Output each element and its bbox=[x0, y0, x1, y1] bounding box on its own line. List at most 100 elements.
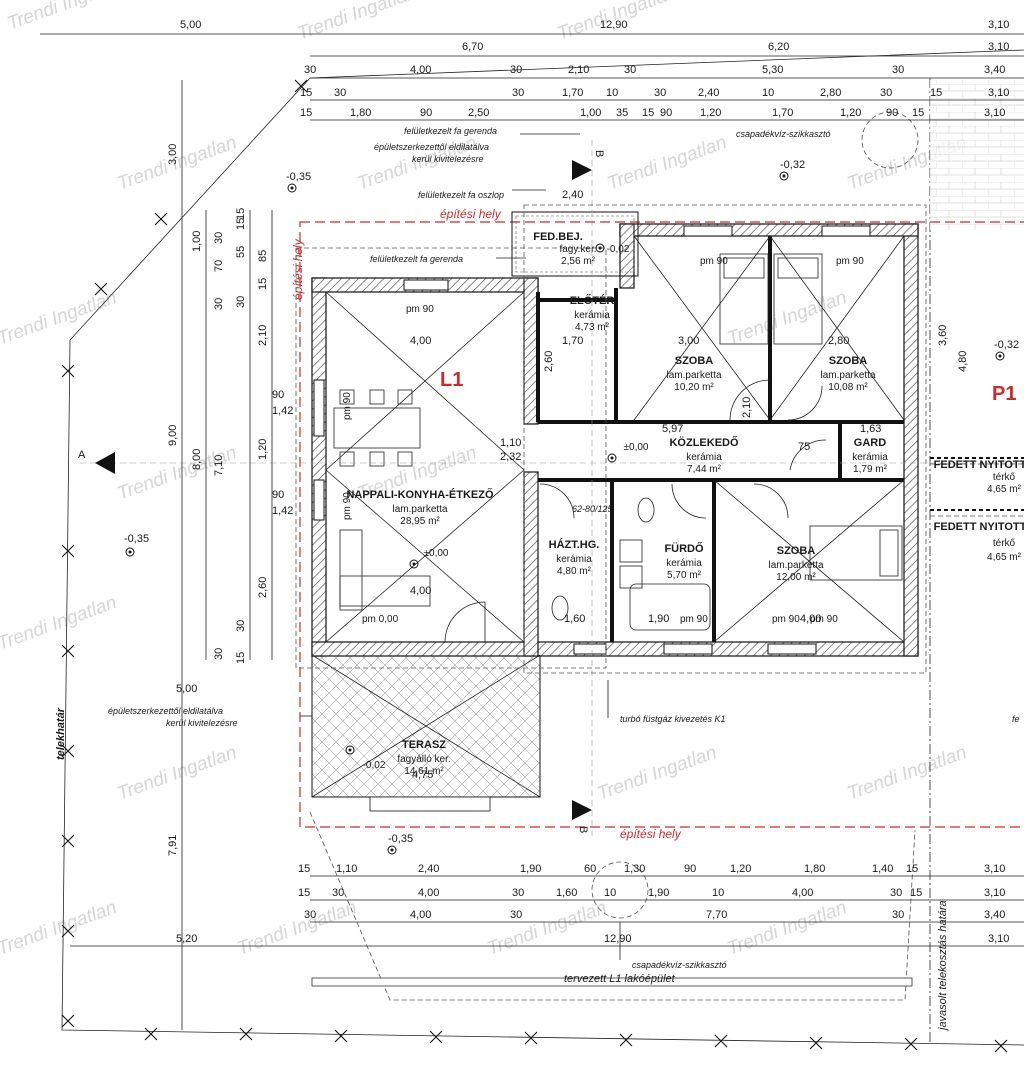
watermark: Trendi Ingatlan bbox=[0, 592, 119, 655]
dimension-value: 3,10 bbox=[984, 863, 1005, 875]
dimension-value: 1,42 bbox=[272, 505, 293, 517]
level-value: -0,32 bbox=[994, 339, 1019, 351]
section-marker-b-top bbox=[572, 160, 592, 180]
dimension-value: 6,20 bbox=[768, 41, 789, 53]
zone-label-top: építési hely bbox=[440, 207, 502, 221]
dimension-value: 30 bbox=[332, 887, 344, 899]
room-area: 7,44 m² bbox=[687, 464, 722, 475]
dimension-value: 10 bbox=[712, 887, 724, 899]
room-floor: lam.parketta bbox=[820, 370, 875, 381]
note-text: felületkezelt fa gerenda bbox=[404, 126, 497, 136]
room-gard: GARD kerámia 1,79 m² bbox=[852, 437, 888, 475]
dimension-value: 3,10 bbox=[988, 87, 1009, 99]
room-name: FEDETT NYITOTT bbox=[934, 521, 1024, 533]
room-area: 10,08 m² bbox=[828, 382, 868, 393]
note-text: felületkezelt fa gerenda bbox=[370, 254, 463, 264]
room-area: 14,61 m² bbox=[404, 766, 444, 777]
room-szoba3: SZOBA lam.parketta 12,00 m² bbox=[768, 545, 823, 583]
dimension-value: 10 bbox=[606, 87, 618, 99]
dimension-value: 1,00 bbox=[580, 107, 601, 119]
unit-label-l1: L1 bbox=[440, 369, 463, 391]
dimension-value: 3,00 bbox=[678, 335, 699, 347]
room-floor: kerámia bbox=[852, 452, 888, 463]
dimension-value: 4,00 bbox=[410, 335, 431, 347]
room-eloter: ELŐTÉR kerámia 4,73 m² bbox=[570, 294, 615, 333]
dimension-value: 30 bbox=[235, 296, 247, 308]
dimension-value: 5,20 bbox=[176, 933, 197, 945]
dimension-value: 1,60 bbox=[556, 887, 577, 899]
room-level: ±0,00 bbox=[424, 548, 449, 559]
window-label: pm 90 bbox=[680, 614, 708, 625]
dimension-value: 5,97 bbox=[662, 423, 683, 435]
dimension-text-top: 5,00 12,90 3,10 6,70 6,20 3,10 30 4,00 3… bbox=[180, 19, 1009, 119]
dimension-value: 2,32 bbox=[500, 451, 521, 463]
dimension-value: 30 bbox=[510, 909, 522, 921]
dimension-value: 90 bbox=[272, 389, 284, 401]
dimension-value: 30 bbox=[213, 648, 225, 660]
note-text: kerül kivitelezésre bbox=[166, 718, 238, 728]
dimension-value: 1,00 bbox=[191, 231, 203, 252]
dimension-value: 3,10 bbox=[984, 887, 1005, 899]
dimension-value: 1,90 bbox=[648, 887, 669, 899]
dimension-value: 7,10 bbox=[213, 455, 225, 476]
level-markers: -0,35 -0,32 -0,35 -0,35 -0,32 bbox=[124, 159, 1019, 855]
room-name: SZOBA bbox=[777, 545, 816, 557]
dimension-value: 4,00 bbox=[410, 909, 431, 921]
dimension-value: 3,40 bbox=[984, 909, 1005, 921]
room-name: ELŐTÉR bbox=[570, 294, 615, 307]
room-area: 28,95 m² bbox=[400, 516, 440, 527]
dimension-value: 2,80 bbox=[828, 335, 849, 347]
dimension-value: 3,10 bbox=[988, 933, 1009, 945]
dimension-value: 3,10 bbox=[988, 41, 1009, 53]
paving-pattern bbox=[930, 80, 1024, 230]
dimension-text-left: 3,00 9,00 7,91 1,00 8,00 30 7,10 30 30 7… bbox=[167, 144, 293, 856]
dimension-value: 15 bbox=[257, 278, 269, 290]
dimension-lines-left bbox=[181, 80, 273, 1030]
dimension-value: 55 bbox=[235, 246, 247, 258]
note-text: csapadékvíz-szikkasztó bbox=[736, 129, 831, 139]
dimension-value: 7,91 bbox=[167, 835, 179, 856]
room-name: SZOBA bbox=[675, 355, 714, 367]
room-name: FED.BEJ. bbox=[533, 231, 583, 243]
room-level: -0,02 bbox=[607, 244, 630, 255]
building-walls bbox=[311, 211, 919, 657]
window-label: pm 90 bbox=[836, 256, 864, 267]
dimension-value: 30 bbox=[890, 887, 902, 899]
dimension-value: 2,80 bbox=[820, 87, 841, 99]
room-area: 4,65 m² bbox=[987, 484, 1022, 495]
dimension-value: 90 bbox=[660, 107, 672, 119]
dimension-value: 2,40 bbox=[698, 87, 719, 99]
dimension-value: 6,70 bbox=[462, 41, 483, 53]
room-furdo: FÜRDŐ kerámia 5,70 m² bbox=[664, 542, 704, 581]
dimension-value: 5,00 bbox=[180, 19, 201, 31]
room-area: 12,00 m² bbox=[776, 572, 816, 583]
section-marker-a bbox=[95, 452, 115, 474]
room-level: ±0,00 bbox=[624, 442, 649, 453]
dimension-value: 15 bbox=[298, 887, 310, 899]
dimension-value: 30 bbox=[892, 909, 904, 921]
dimension-value: 1,90 bbox=[520, 863, 541, 875]
dimension-value: 15 bbox=[300, 87, 312, 99]
room-szoba1: SZOBA lam.parketta 10,20 m² bbox=[666, 355, 721, 393]
room-floor: lam.parketta bbox=[392, 504, 447, 515]
dimension-value: 7,70 bbox=[706, 909, 727, 921]
dimension-value: 30 bbox=[880, 87, 892, 99]
room-nappali: NAPPALI-KONYHA-ÉTKEZŐ lam.parketta 28,95… bbox=[346, 488, 494, 559]
dimension-value: 1,20 bbox=[840, 107, 861, 119]
room-floor: kerámia bbox=[574, 310, 610, 321]
dimension-value: 2,60 bbox=[257, 577, 269, 598]
room-floor: fagy.ker. bbox=[559, 244, 596, 255]
dimension-value: 15 bbox=[906, 863, 918, 875]
dimension-value: 15 bbox=[235, 208, 247, 220]
dimension-value: 30 bbox=[510, 64, 522, 76]
dimension-value: 1,42 bbox=[272, 405, 293, 417]
dimension-value: 30 bbox=[654, 87, 666, 99]
section-label-b-bottom: B bbox=[577, 826, 589, 833]
dimension-value: 90 bbox=[420, 107, 432, 119]
dimension-value: 90 bbox=[684, 863, 696, 875]
dimension-value: 3,10 bbox=[988, 19, 1009, 31]
room-floor: lam.parketta bbox=[768, 560, 823, 571]
dimension-value: 2,50 bbox=[468, 107, 489, 119]
unit-label-p1: P1 bbox=[992, 383, 1016, 405]
